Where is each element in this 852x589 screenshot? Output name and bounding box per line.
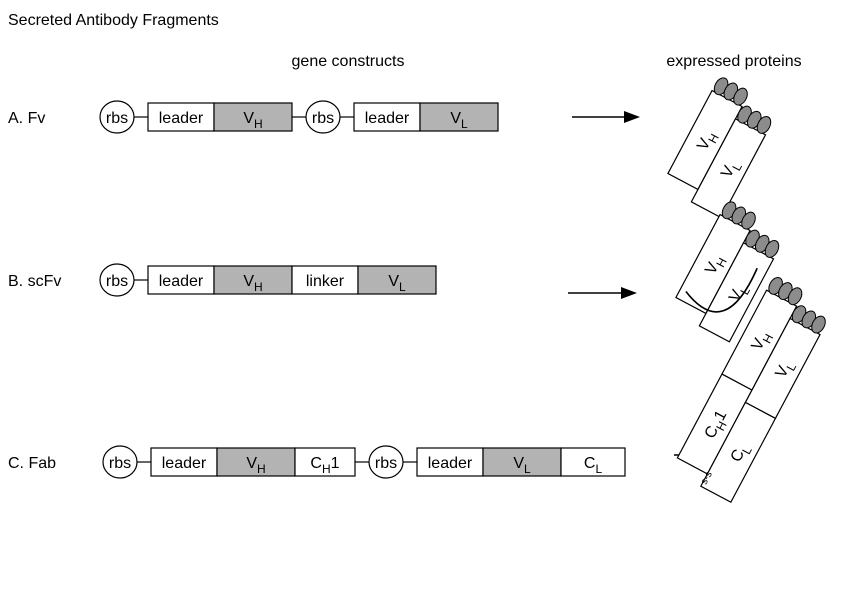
glycan-oval [764,240,780,258]
glycan-oval [733,87,748,106]
arrow-head [624,111,640,123]
protein-chain: VH [675,201,756,315]
segment-label-leader: leader [159,273,204,290]
segment-vh [213,102,293,132]
rbs-label: rbs [106,110,128,127]
segment-label-leader: leader [428,455,473,472]
segment-label-vh: VH [243,273,262,294]
segment-label-vl: VL [513,455,531,476]
segment-leader [147,265,215,295]
segment-label-vh: VH [243,110,262,131]
linker-curve [685,267,758,313]
segment-label-cl: CL [584,455,603,476]
segment-cl [560,447,626,477]
arrow-head [621,287,637,299]
segment-vl [482,447,562,477]
protein-chain: VL [690,105,772,219]
segment-vl [357,265,437,295]
row-label: B. scFv [8,273,61,290]
segment-label-leader: leader [162,455,207,472]
rbs-label: rbs [375,455,397,472]
glycan-oval [741,211,756,230]
row-label: C. Fab [8,455,56,472]
domain-label-cl: CL [728,441,755,467]
rbs-label: rbs [106,273,128,290]
protein-chain: VH [667,77,748,191]
segment-vl [419,102,499,132]
figure-title: Secreted Antibody Fragments [8,12,219,29]
segment-leader [416,447,484,477]
gene-constructs-header: gene constructs [292,53,405,70]
segment-leader [147,102,215,132]
segment-label-ch1: CH1 [310,455,339,476]
glycan-oval [756,116,772,134]
row-label: A. Fv [8,110,45,127]
expressed-proteins-header: expressed proteins [666,53,801,70]
segment-label-vl: VL [450,110,468,131]
glycan-oval [811,315,826,334]
segment-linker [291,265,359,295]
glycan-oval [787,287,803,306]
segment-label-leader: leader [365,110,410,127]
segment-label-vl: VL [388,273,406,294]
segment-ch1 [294,447,356,477]
rbs-label: rbs [109,455,131,472]
segment-label-vh: VH [246,455,265,476]
segment-label-leader: leader [159,110,204,127]
segment-label-linker: linker [306,273,345,290]
segment-vh [216,447,296,477]
segment-leader [150,447,218,477]
segment-vh [213,265,293,295]
rbs-label: rbs [312,110,334,127]
